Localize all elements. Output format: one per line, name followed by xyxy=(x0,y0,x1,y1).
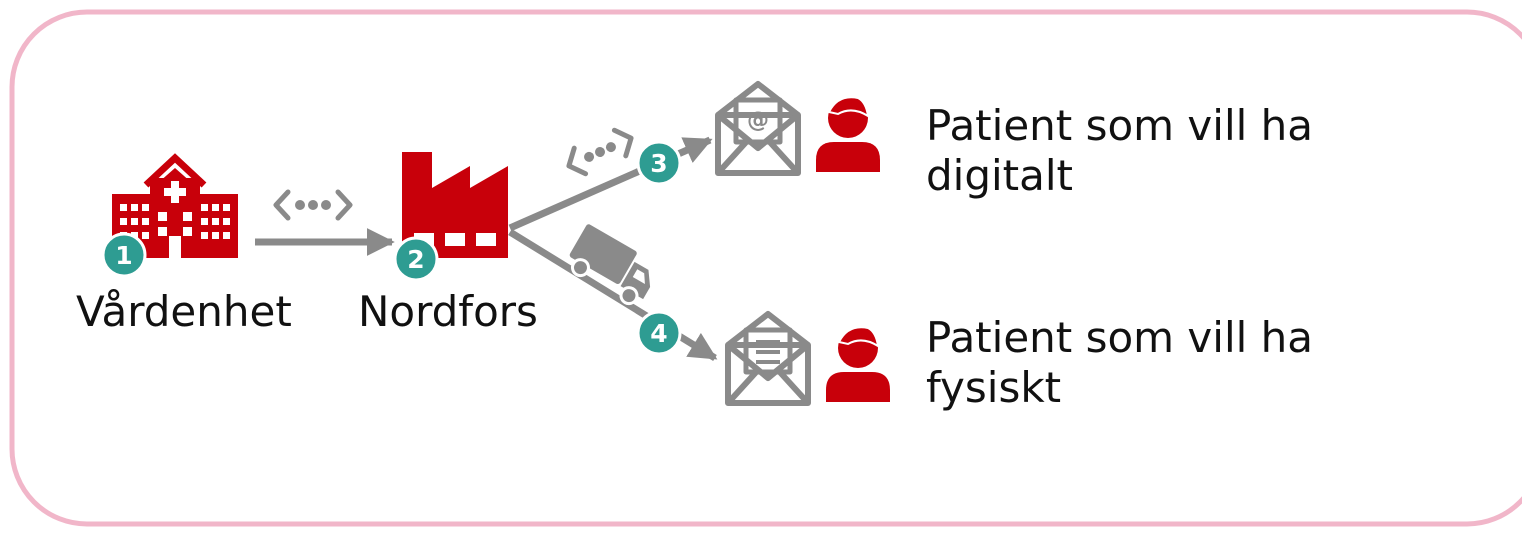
recipient-physical-label: Patient som vill ha fysiskt xyxy=(926,313,1313,413)
sender-label: Vårdenhet xyxy=(76,287,292,336)
code-icon xyxy=(273,189,353,221)
hospital-icon xyxy=(112,153,238,258)
svg-text:4: 4 xyxy=(650,319,667,348)
recipient-digital-line1: Patient som vill ha xyxy=(926,101,1314,150)
step-badge-2: 2 xyxy=(393,236,439,282)
svg-text:1: 1 xyxy=(115,241,132,270)
factory-icon xyxy=(402,152,508,258)
recipient-physical-line2: fysiskt xyxy=(926,363,1062,412)
recipient-digital-line2: digitalt xyxy=(926,151,1073,200)
arrow-service-to-digital xyxy=(508,136,713,232)
recipient-physical-line1: Patient som vill ha xyxy=(926,313,1314,362)
service-label: Nordfors xyxy=(358,287,538,336)
step-badge-3: 3 xyxy=(636,140,682,186)
person-icon xyxy=(826,326,890,402)
recipient-digital-label: Patient som vill ha digitalt xyxy=(926,101,1313,201)
step-badge-4: 4 xyxy=(636,310,682,356)
svg-text:2: 2 xyxy=(407,245,424,274)
frame xyxy=(9,9,1522,527)
email-envelope-icon: @ xyxy=(715,81,801,176)
letter-envelope-icon xyxy=(725,311,811,406)
step-badge-1: 1 xyxy=(101,232,147,278)
person-icon xyxy=(816,96,880,172)
truck-icon xyxy=(569,224,651,306)
svg-text:3: 3 xyxy=(650,149,667,178)
at-symbol: @ xyxy=(747,108,769,133)
code-icon xyxy=(566,127,634,177)
